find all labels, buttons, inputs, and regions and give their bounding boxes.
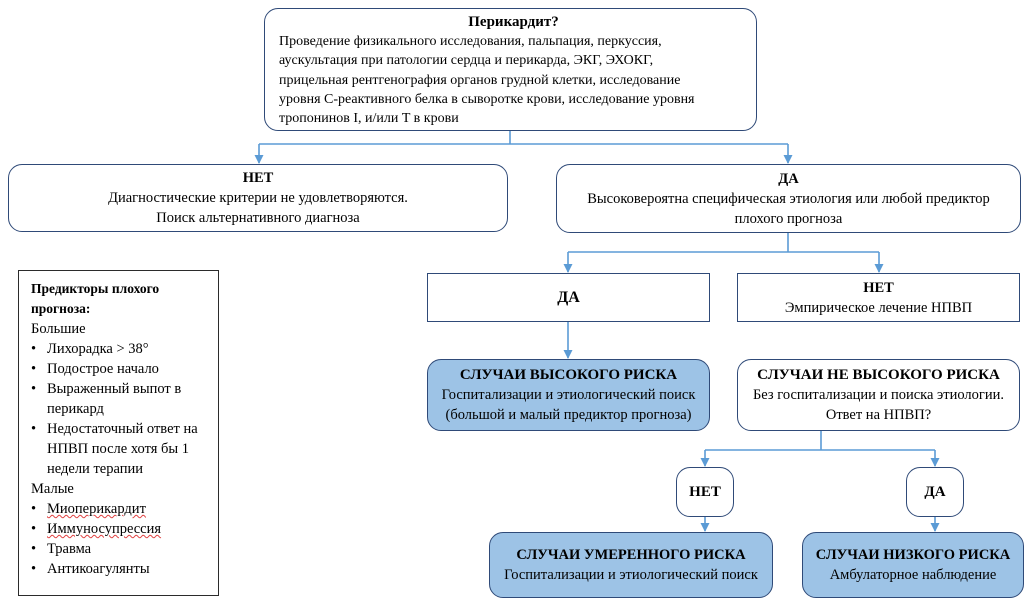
high-risk-box: СЛУЧАИ ВЫСОКОГО РИСКА Госпитализации и э… bbox=[427, 359, 710, 431]
major-predictors-list: Лихорадка > 38° Подострое начало Выражен… bbox=[31, 339, 212, 479]
major-predictor-item: Лихорадка > 38° bbox=[31, 339, 212, 359]
low-risk-line-1: Амбулаторное наблюдение bbox=[829, 567, 997, 583]
pericarditis-title: Перикардит? bbox=[468, 14, 559, 30]
pericarditis-question-box: Перикардит? Проведение физикального иссл… bbox=[264, 8, 757, 131]
yes-predictor-box: ДА bbox=[427, 273, 710, 322]
minor-predictor-item: Миоперикардит bbox=[31, 499, 212, 519]
no-criteria-title: НЕТ bbox=[242, 170, 274, 186]
yes-predictor-title: ДА bbox=[557, 289, 580, 306]
high-risk-title: СЛУЧАИ ВЫСОКОГО РИСКА bbox=[459, 367, 678, 383]
connector-yes-split bbox=[568, 233, 879, 253]
major-predictor-text: Недостаточный ответ на НПВП после хотя б… bbox=[47, 421, 198, 477]
major-predictor-text: Подострое начало bbox=[47, 361, 159, 377]
moderate-risk-box: СЛУЧАИ УМЕРЕННОГО РИСКА Госпитализации и… bbox=[489, 532, 773, 598]
predictors-title-2: прогноза: bbox=[31, 301, 91, 316]
no-criteria-box: НЕТ Диагностические критерии не удовлетв… bbox=[8, 164, 508, 232]
minor-predictor-item: Травма bbox=[31, 539, 212, 559]
yes-etiology-line-1: Высоковероятна специфическая этиология и… bbox=[587, 191, 990, 207]
exam-line-5: тропонинов I, и/или T в крови bbox=[279, 111, 459, 127]
exam-line-3: прицельная рентгенография органов грудно… bbox=[279, 72, 681, 88]
yes-etiology-title: ДА bbox=[778, 171, 799, 187]
exam-line-2: аускультация при патологии сердца и пери… bbox=[279, 53, 654, 69]
low-risk-box: СЛУЧАИ НИЗКОГО РИСКА Амбулаторное наблюд… bbox=[802, 532, 1024, 598]
nsaid-no-response-title: НЕТ bbox=[689, 484, 721, 500]
major-predictor-text: Лихорадка > 38° bbox=[47, 341, 149, 357]
minor-predictors-label: Малые bbox=[31, 481, 74, 497]
exam-line-4: уровня С-реактивного белка в сыворотке к… bbox=[279, 91, 695, 107]
no-predictor-box: НЕТ Эмпирическое лечение НПВП bbox=[737, 273, 1020, 322]
major-predictor-item: Выраженный выпот в перикард bbox=[31, 379, 212, 419]
not-high-risk-box: СЛУЧАИ НЕ ВЫСОКОГО РИСКА Без госпитализа… bbox=[737, 359, 1020, 431]
exam-line-1: Проведение физикального исследования, па… bbox=[279, 34, 662, 49]
nsaid-response-box: ДА bbox=[906, 467, 964, 517]
major-predictor-text: Выраженный выпот в перикард bbox=[47, 381, 182, 417]
connector-top-split bbox=[259, 131, 788, 145]
predictors-title-1: Предикторы плохого bbox=[31, 281, 160, 296]
low-risk-title: СЛУЧАИ НИЗКОГО РИСКА bbox=[815, 547, 1011, 563]
no-predictor-line-1: Эмпирическое лечение НПВП bbox=[784, 300, 973, 316]
high-risk-line-1: Госпитализации и этиологический поиск bbox=[441, 387, 696, 403]
no-predictor-title: НЕТ bbox=[863, 280, 894, 296]
major-predictors-label: Большие bbox=[31, 321, 86, 337]
not-high-risk-line-2: Ответ на НПВП? bbox=[825, 407, 932, 423]
no-criteria-line-2: Поиск альтернативного диагноза bbox=[156, 210, 360, 226]
nsaid-response-title: ДА bbox=[924, 484, 946, 500]
not-high-risk-line-1: Без госпитализации и поиска этиологии. bbox=[752, 387, 1005, 403]
minor-predictor-text: Миоперикардит bbox=[47, 501, 146, 517]
major-predictor-item: Подострое начало bbox=[31, 359, 212, 379]
minor-predictors-list: Миоперикардит Иммуносупрессия Травма Ант… bbox=[31, 499, 212, 579]
moderate-risk-line-1: Госпитализации и этиологический поиск bbox=[504, 567, 758, 583]
minor-predictor-text: Травма bbox=[47, 541, 92, 557]
nsaid-no-response-box: НЕТ bbox=[676, 467, 734, 517]
minor-predictor-item: Иммуносупрессия bbox=[31, 519, 212, 539]
connector-response-split bbox=[705, 431, 935, 451]
moderate-risk-title: СЛУЧАИ УМЕРЕННОГО РИСКА bbox=[516, 547, 746, 563]
high-risk-line-2: (большой и малый предиктор прогноза) bbox=[445, 407, 692, 423]
minor-predictor-text: Иммуносупрессия bbox=[47, 521, 162, 537]
poor-prognosis-predictors-box: Предикторы плохого прогноза: Большие Лих… bbox=[18, 270, 219, 596]
minor-predictor-item: Антикоагулянты bbox=[31, 559, 212, 579]
yes-etiology-box: ДА Высоковероятна специфическая этиологи… bbox=[556, 164, 1021, 233]
major-predictor-item: Недостаточный ответ на НПВП после хотя б… bbox=[31, 419, 212, 479]
minor-predictor-text: Антикоагулянты bbox=[47, 561, 150, 577]
no-criteria-line-1: Диагностические критерии не удовлетворяю… bbox=[108, 190, 408, 206]
yes-etiology-line-2: плохого прогноза bbox=[734, 211, 843, 227]
not-high-risk-title: СЛУЧАИ НЕ ВЫСОКОГО РИСКА bbox=[757, 367, 1000, 383]
